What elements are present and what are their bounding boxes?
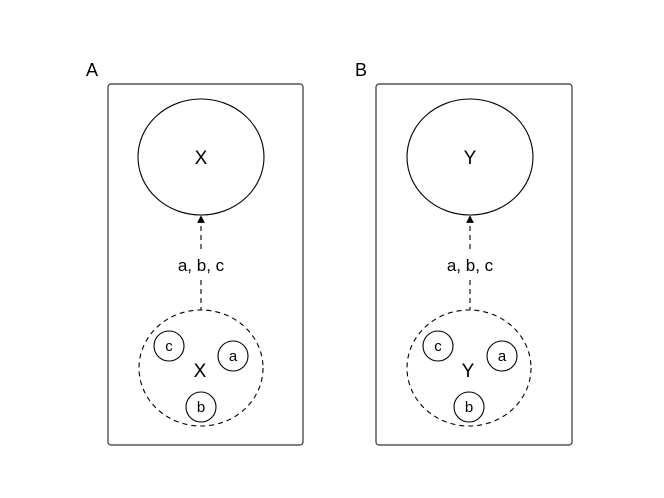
panel-b-edge-label: a, b, c [447,256,494,275]
panel-a-member-c [153,330,185,362]
panel-a-member-b [185,391,217,423]
panel-b-member-a [486,340,518,372]
panel-b-edge-label-bg [435,252,505,278]
panel-a-top-node [137,98,265,216]
panel-b-top-node-label: Y [464,148,477,169]
panel-a-edge-label: a, b, c [178,256,225,275]
panel-a-member-a-label: a [229,348,238,365]
panel-b-top-node [406,98,534,216]
panel-a-member-b-label: b [197,399,205,416]
panel-b-member-a-label: a [498,348,507,365]
panel-a-top-node-label: X [195,148,208,169]
panel-a-bottom-node-label: X [194,361,207,382]
panel-b-member-b [453,391,485,423]
panel-a-member-a [217,340,249,372]
panel-a-member-c-label: c [165,338,173,355]
panel-b-label: B [355,60,367,80]
panel-a-label: A [86,60,98,80]
panel-b-member-b-label: b [465,399,473,416]
panel-a-edge-label-bg [166,252,236,278]
panel-b-member-c-label: c [434,338,442,355]
panel-b-member-c [422,330,454,362]
panel-b: B Y a, b, c Y c a b [355,60,573,446]
panel-a: A X a, b, c X c a b [86,60,304,446]
panel-b-bottom-node-label: Y [462,361,475,382]
